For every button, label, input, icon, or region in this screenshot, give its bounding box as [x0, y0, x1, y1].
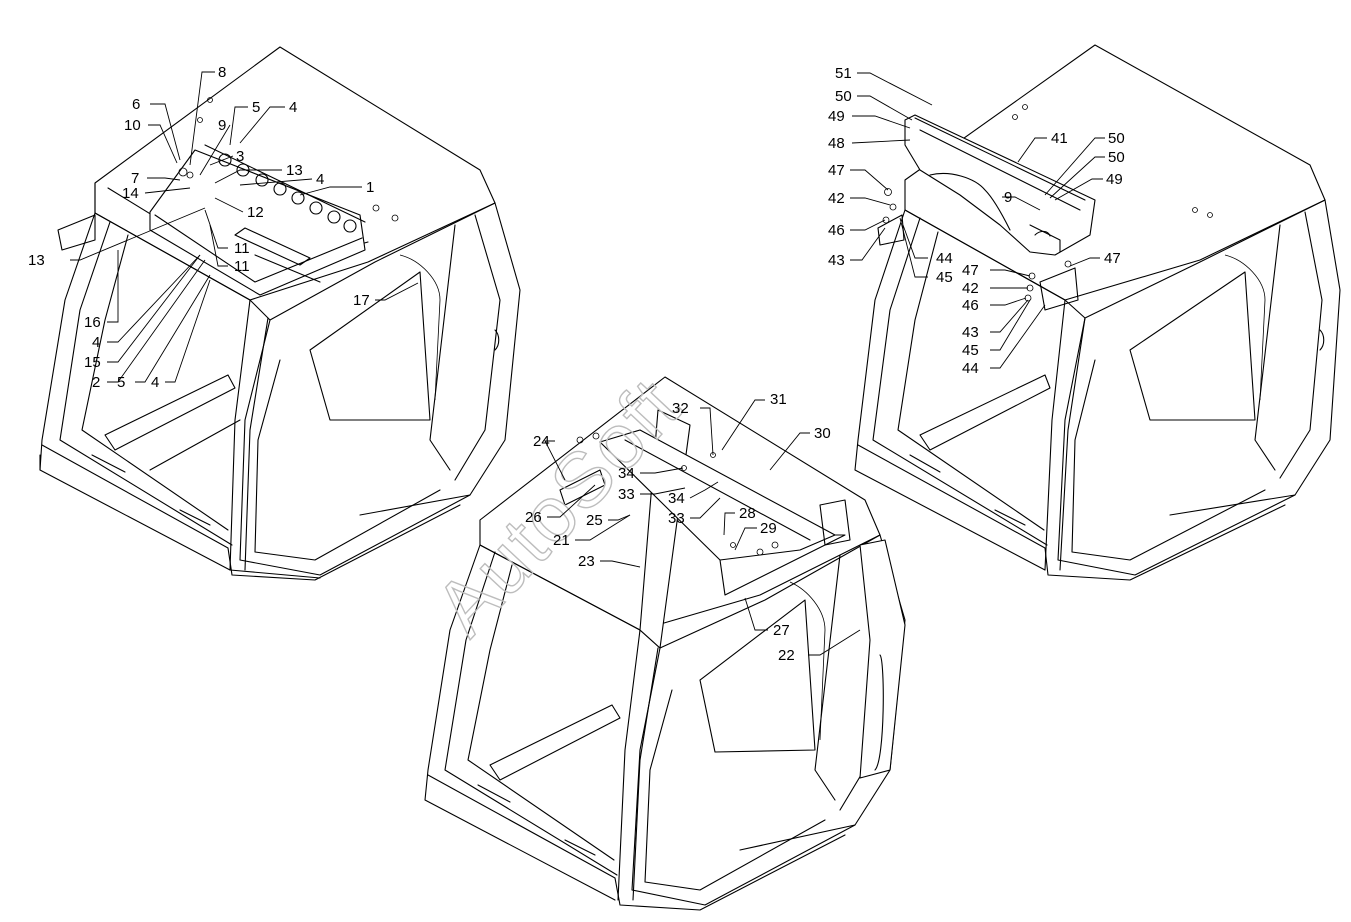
- callout-26: 26: [525, 509, 542, 526]
- callout-15: 15: [84, 354, 101, 371]
- callout-14: 14: [122, 185, 139, 202]
- callout-9: 9: [218, 117, 226, 134]
- callout-50-b: 50: [1108, 130, 1125, 147]
- callout-28: 28: [739, 505, 756, 522]
- callout-45-b: 45: [962, 342, 979, 359]
- callout-1: 1: [366, 179, 374, 196]
- callout-13-top: 13: [286, 162, 303, 179]
- callout-34-b: 34: [668, 490, 685, 507]
- callout-4-top: 4: [289, 99, 297, 116]
- callout-27: 27: [773, 622, 790, 639]
- callout-30: 30: [814, 425, 831, 442]
- callout-51: 51: [835, 65, 852, 82]
- callout-24: 24: [533, 433, 550, 450]
- callout-31: 31: [770, 391, 787, 408]
- callout-9-right: 9: [1004, 189, 1012, 206]
- callout-46-a: 46: [828, 222, 845, 239]
- callout-33-b: 33: [668, 510, 685, 527]
- callout-17: 17: [353, 292, 370, 309]
- callout-44-a: 44: [936, 250, 953, 267]
- callout-32: 32: [672, 400, 689, 417]
- callout-25: 25: [586, 512, 603, 529]
- callout-47-c: 47: [1104, 250, 1121, 267]
- callout-43-a: 43: [828, 252, 845, 269]
- callout-22: 22: [778, 647, 795, 664]
- callout-2: 2: [92, 374, 100, 391]
- callout-41: 41: [1051, 130, 1068, 147]
- callouts-center: 31 32 30 24 34 33 34 28 26 33 25 29 21 2…: [525, 391, 861, 664]
- callout-47-b: 47: [962, 262, 979, 279]
- callout-48: 48: [828, 135, 845, 152]
- callout-7: 7: [131, 170, 139, 187]
- callout-5-low: 5: [117, 374, 125, 391]
- callout-6: 6: [132, 96, 140, 113]
- callout-33-a: 33: [618, 486, 635, 503]
- console-speaker-holes: [218, 153, 357, 233]
- callouts-right: 51 50 49 50 41 48 50 47 49 9 42 46 44 47…: [828, 65, 1125, 377]
- callout-34-a: 34: [618, 465, 635, 482]
- callout-42-a: 42: [828, 190, 845, 207]
- callout-11-a: 11: [234, 240, 250, 257]
- callouts-left: 8 6 5 4 10 9 3 13 7 4 1 14 12 11 13 11 1…: [28, 64, 419, 391]
- callout-12: 12: [247, 204, 264, 221]
- callout-3: 3: [236, 148, 244, 165]
- callout-44-b: 44: [962, 360, 979, 377]
- callout-21: 21: [553, 532, 570, 549]
- callout-49-a: 49: [828, 108, 845, 125]
- callout-23: 23: [578, 553, 595, 570]
- callout-8: 8: [218, 64, 226, 81]
- callout-49-b: 49: [1106, 171, 1123, 188]
- cab-right: [854, 44, 1341, 581]
- callout-47-a: 47: [828, 162, 845, 179]
- callout-50-a: 50: [835, 88, 852, 105]
- callout-16: 16: [84, 314, 101, 331]
- callout-11-b: 11: [234, 258, 250, 275]
- callout-43-b: 43: [962, 324, 979, 341]
- cab-center: [424, 376, 906, 911]
- callout-29: 29: [760, 520, 777, 537]
- callout-13-left: 13: [28, 252, 45, 269]
- callout-50-c: 50: [1108, 149, 1125, 166]
- callout-5-top: 5: [252, 99, 260, 116]
- callout-4-low: 4: [92, 334, 100, 351]
- callout-10: 10: [124, 117, 141, 134]
- cab-left: [39, 46, 521, 581]
- callout-4-bottom: 4: [151, 374, 159, 391]
- callout-46-b: 46: [962, 297, 979, 314]
- callout-42-b: 42: [962, 280, 979, 297]
- callout-45-a: 45: [936, 269, 953, 286]
- callout-4-mid: 4: [316, 171, 324, 188]
